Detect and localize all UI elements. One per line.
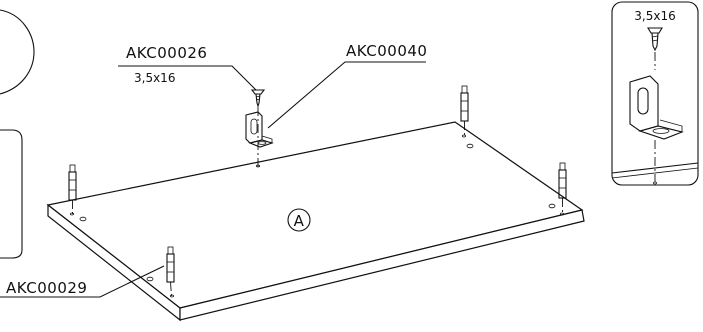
screw-leader: [118, 65, 257, 91]
detail-bracket-icon: [629, 75, 684, 140]
dowel-part-label: AKC00029: [6, 279, 87, 297]
bracket-part-label: AKC00040: [346, 42, 427, 60]
screw-part-label: AKC00026: [126, 44, 207, 62]
panel-board: [46, 121, 585, 322]
bracket-icon: [245, 111, 274, 148]
left-circle-fragment: [0, 9, 35, 95]
panel-marker-label: A: [294, 212, 305, 230]
dowel-left: [68, 164, 77, 214]
detail-screw-icon: [647, 27, 663, 52]
detail-inset: 3,5x16: [611, 1, 699, 186]
left-frame-fragment: [0, 129, 23, 259]
panel-marker: A: [287, 208, 311, 232]
dowel-right: [558, 162, 567, 214]
dowel-back: [460, 85, 469, 136]
detail-screw-size-label: 3,5x16: [634, 9, 675, 23]
dowel-front: [166, 246, 175, 297]
screw-icon: [250, 89, 266, 108]
dowel-leader: [0, 265, 165, 298]
bracket-leader: [267, 61, 426, 129]
screw-size-label: 3,5x16: [134, 71, 175, 85]
